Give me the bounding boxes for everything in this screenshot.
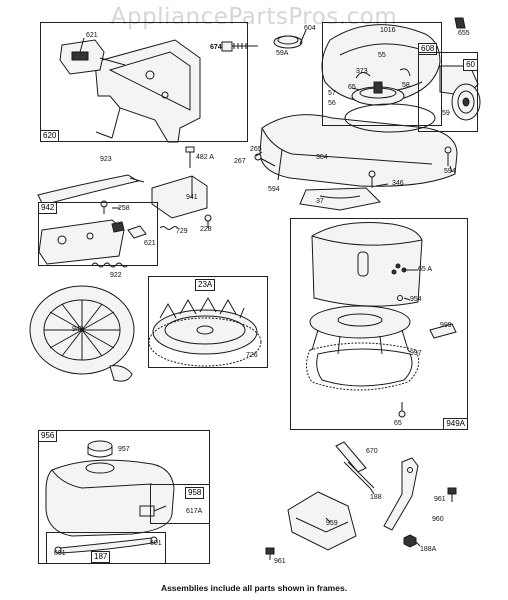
part-label-346: 346 <box>392 180 404 187</box>
part-label-265: 265 <box>250 146 262 153</box>
part-label-957: 957 <box>118 446 130 453</box>
part-label-729: 729 <box>176 228 188 235</box>
part-label-65-top: 65 <box>348 84 356 91</box>
part-label-65a: 65 A <box>418 266 433 273</box>
part-label-941: 941 <box>186 194 198 201</box>
part-label-58: 58 <box>402 82 410 89</box>
governor-drawing <box>37 146 212 268</box>
watermark: AppliancePartsPros.com <box>110 4 398 30</box>
part-label-188a: 188A <box>420 546 437 553</box>
part-label-601-left: 601 <box>54 550 66 557</box>
frame-958: 958 <box>150 484 210 524</box>
part-label-594-right: 594 <box>444 168 456 175</box>
frame-942: 942 <box>38 202 158 266</box>
part-label-304: 304 <box>316 154 328 161</box>
part-label-997: 997 <box>410 350 422 357</box>
frame-608 <box>322 22 442 126</box>
air-guide-drawing <box>29 285 135 382</box>
part-label-267: 267 <box>234 158 246 165</box>
frame-label-187: 187 <box>91 551 111 563</box>
cylinder-shroud-drawing <box>306 222 457 418</box>
part-label-59a: 59A <box>276 50 289 57</box>
frame-label-956: 956 <box>38 430 58 442</box>
part-label-594-left: 594 <box>268 186 280 193</box>
part-label-55: 55 <box>378 52 386 59</box>
part-label-65-bottom: 65 <box>394 420 402 427</box>
part-label-949: 949 <box>72 326 84 333</box>
part-label-228: 228 <box>200 226 212 233</box>
part-label-655: 655 <box>458 30 470 37</box>
part-label-59: 59 <box>442 110 450 117</box>
frame-949a: 949A <box>290 218 468 430</box>
frame-label-60: 60 <box>463 59 478 71</box>
part-label-56: 56 <box>328 100 336 107</box>
part-label-961-right: 961 <box>434 496 446 503</box>
part-label-1016: 1016 <box>380 27 396 34</box>
frame-label-620: 620 <box>40 130 60 142</box>
frame-label-949a: 949A <box>443 418 468 430</box>
part-label-999: 999 <box>440 322 452 329</box>
starter-assembly-drawing <box>254 17 481 211</box>
part-label-923: 923 <box>100 156 112 163</box>
frame-187: 187 <box>46 532 166 564</box>
footer-note: Assemblies include all parts shown in fr… <box>160 583 348 593</box>
leader-lines <box>79 29 453 547</box>
frame-label-942: 942 <box>38 202 58 214</box>
muffler-bracket-drawing <box>265 441 457 560</box>
part-label-601-right: 601 <box>150 540 162 547</box>
part-label-674: 674 <box>210 44 222 51</box>
part-label-960: 960 <box>432 516 444 523</box>
part-label-258: 258 <box>118 205 130 212</box>
part-label-482a: 482 A <box>196 154 214 161</box>
frame-620: 620 <box>40 22 248 142</box>
part-label-670: 670 <box>366 448 378 455</box>
fuel-tank-drawing <box>45 440 175 554</box>
part-label-617a: 617A <box>186 508 203 515</box>
part-label-373: 373 <box>356 68 368 75</box>
part-label-604: 604 <box>304 25 316 32</box>
part-label-726: 726 <box>246 352 258 359</box>
part-label-959: 959 <box>326 520 338 527</box>
part-label-37: 37 <box>316 198 324 205</box>
frame-label-958: 958 <box>185 487 205 499</box>
part-label-961-left: 961 <box>274 558 286 565</box>
flywheel-drawing <box>148 296 262 367</box>
frame-label-23a: 23A <box>195 279 216 291</box>
part-label-57: 57 <box>328 90 336 97</box>
part-label-188: 188 <box>370 494 382 501</box>
part-label-621-lower: 621 <box>144 240 156 247</box>
part-label-954: 954 <box>410 296 422 303</box>
frame-23a: 23A <box>148 276 268 368</box>
control-bracket-drawing <box>59 39 250 143</box>
part-label-621: 621 <box>86 32 98 39</box>
part-label-922: 922 <box>110 272 122 279</box>
frame-60: 60 <box>418 52 478 132</box>
